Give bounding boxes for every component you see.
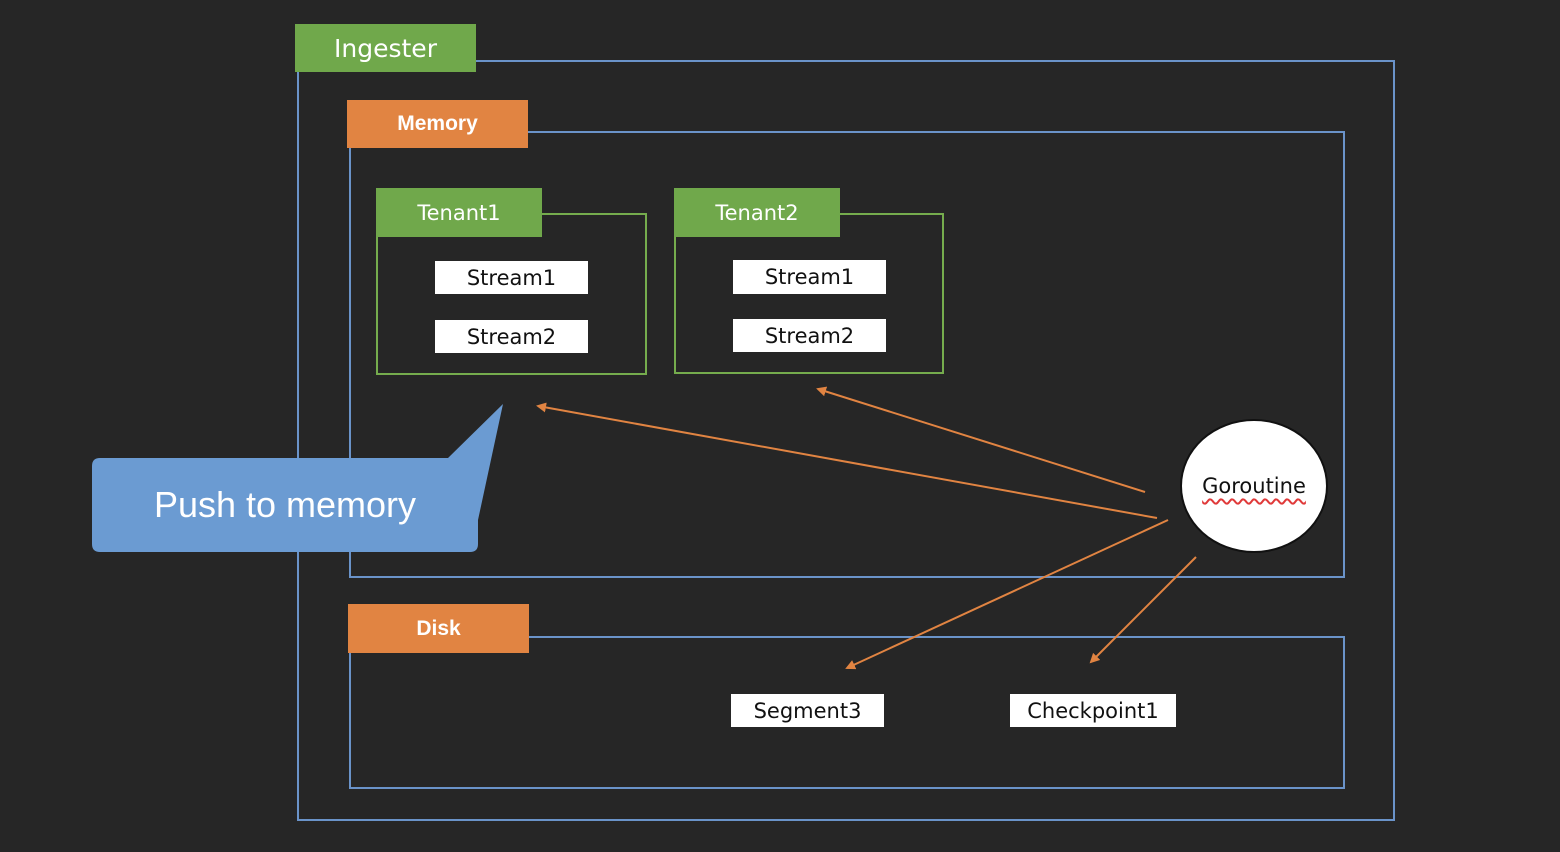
tenant2-stream1: Stream1	[733, 260, 886, 294]
tenant1-stream1-label: Stream1	[466, 265, 557, 290]
tenant1-stream2: Stream2	[435, 320, 588, 353]
tenant2-stream2-label: Stream2	[764, 323, 855, 348]
tenant2-label: Tenant2	[715, 200, 799, 225]
disk-tag: Disk	[348, 604, 529, 653]
callout-text: Push to memory	[92, 458, 478, 552]
segment3-label: Segment3	[753, 698, 862, 723]
segment3-box: Segment3	[731, 694, 884, 727]
tenant2-stream1-label: Stream1	[764, 265, 855, 289]
tenant1-label: Tenant1	[417, 200, 501, 225]
ingester-frame	[297, 60, 1395, 821]
tenant2-tag: Tenant2	[674, 188, 840, 237]
disk-frame	[349, 636, 1345, 789]
callout-label: Push to memory	[153, 484, 417, 525]
memory-label: Memory	[397, 112, 478, 135]
arrow-to-checkpoint1	[1089, 556, 1197, 664]
checkpoint1-label: Checkpoint1	[1027, 698, 1159, 723]
memory-frame	[349, 131, 1345, 578]
ingester-label: Ingester	[334, 33, 437, 63]
tenant2-stream2: Stream2	[733, 319, 886, 352]
tenant1-stream1: Stream1	[435, 261, 588, 294]
goroutine-node: Goroutine	[1180, 419, 1328, 553]
goroutine-label: Goroutine	[1202, 474, 1306, 498]
checkpoint1-box: Checkpoint1	[1010, 694, 1176, 727]
tenant1-stream2-label: Stream2	[466, 324, 557, 349]
memory-tag: Memory	[347, 100, 528, 148]
tenant1-tag: Tenant1	[376, 188, 542, 237]
arrow-to-segment3	[845, 519, 1169, 670]
callout-bubble	[92, 404, 503, 552]
arrow-to-tenant2	[816, 386, 1146, 493]
arrow-to-tenant1	[536, 402, 1158, 519]
ingester-tag: Ingester	[295, 24, 476, 72]
disk-label: Disk	[416, 616, 461, 640]
